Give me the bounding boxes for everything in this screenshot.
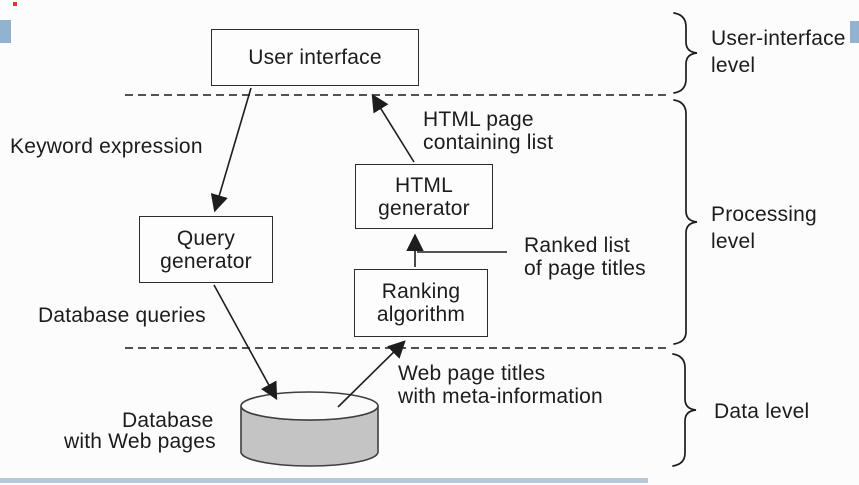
arrow-database-to-ranking — [337, 340, 406, 408]
arrow-ui-to-query — [210, 87, 252, 213]
blue-accent-left — [0, 20, 11, 43]
box-html-generator: HTML generator — [355, 164, 493, 229]
database-cylinder — [240, 391, 379, 467]
label-database-line1: Database — [122, 409, 214, 432]
brace-user-interface-level — [673, 12, 698, 94]
brace-data-level — [672, 353, 697, 467]
box-query-generator: Query generator — [139, 216, 273, 283]
brace-processing-level — [673, 99, 698, 345]
label-web-page-titles: Web page titles with meta-information — [398, 362, 603, 408]
bottom-accent-bar — [0, 478, 648, 483]
red-dot-accent — [13, 2, 17, 6]
arrow-query-to-database — [213, 284, 278, 401]
cylinder-top — [240, 391, 379, 421]
label-database-line2: with Web pages — [64, 430, 216, 453]
box-user-interface: User interface — [211, 29, 419, 86]
level-label-processing: Processing level — [711, 203, 817, 253]
label-html-page-containing-list: HTML page containing list — [423, 108, 554, 154]
blue-accent-right — [850, 21, 859, 43]
arrow-htmlgen-to-ui — [371, 93, 415, 163]
box-ranking-algorithm: Ranking algorithm — [354, 269, 488, 337]
level-label-data: Data level — [714, 400, 810, 423]
label-ranked-list-of-page-titles: Ranked list of page titles — [524, 234, 646, 280]
level-label-user-interface: User-interface level — [711, 27, 846, 77]
label-database-queries: Database queries — [38, 304, 206, 327]
label-keyword-expression: Keyword expression — [10, 135, 203, 158]
